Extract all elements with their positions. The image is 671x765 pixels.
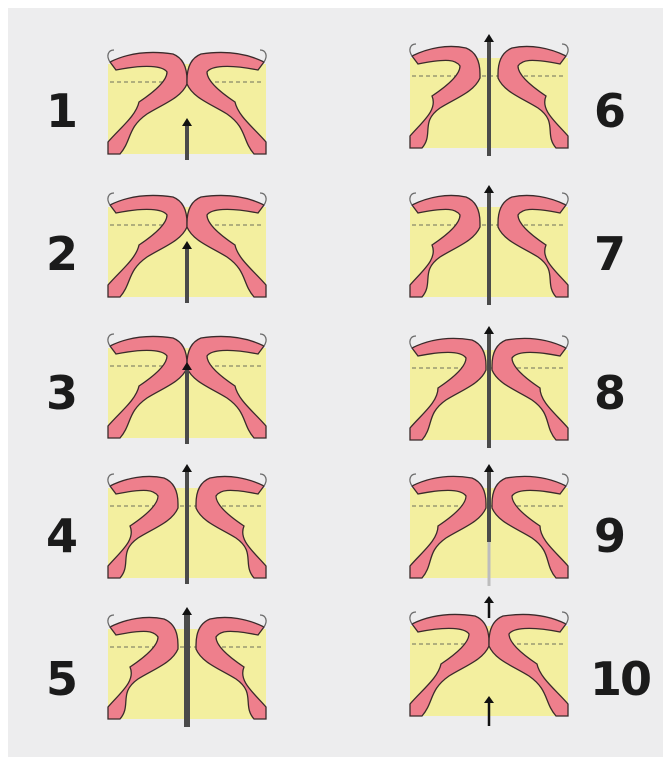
stage-7-diagram (408, 181, 570, 307)
stage-4-diagram (106, 462, 268, 588)
stage-8-diagram (408, 324, 570, 450)
stage-1-diagram (106, 48, 268, 164)
stage-label-2: 2 (46, 231, 76, 277)
micro-injection-needle-stage (408, 462, 570, 588)
stage-label-10: 10 (590, 656, 650, 702)
stage-label-9: 9 (594, 513, 624, 559)
stage-6-diagram (408, 32, 570, 158)
stage-9-diagram (408, 462, 570, 588)
stage-label-6: 6 (594, 88, 624, 134)
micro-injection-needle-stage (408, 324, 570, 450)
needle-tip (484, 464, 494, 472)
stage-label-4: 4 (46, 513, 76, 559)
stage-label-3: 3 (46, 370, 76, 416)
micro-injection-needle-stage (408, 32, 570, 158)
stage-label-5: 5 (46, 656, 76, 702)
stage-3-diagram (106, 332, 268, 448)
stage-2-diagram (106, 191, 268, 307)
micro-injection-needle-stage (106, 191, 268, 307)
stage-5-diagram (106, 603, 268, 729)
stage-label-8: 8 (594, 370, 624, 416)
top-arrow-head (484, 596, 494, 603)
needle-tip (182, 464, 192, 472)
needle-tip (484, 34, 494, 42)
micro-injection-needle-stage (408, 181, 570, 307)
micro-injection-needle-stage (408, 596, 570, 729)
micro-injection-needle-stage (106, 332, 268, 448)
micro-injection-needle-stage (106, 603, 268, 729)
micro-injection-needle-stage (106, 48, 268, 164)
needle-tip (182, 607, 192, 615)
needle-tip (484, 185, 494, 193)
needle-tip (484, 326, 494, 334)
stage-10-diagram (408, 596, 570, 729)
stage-label-1: 1 (46, 88, 76, 134)
micro-injection-needle-stage (106, 462, 268, 588)
stage-label-7: 7 (594, 231, 624, 277)
